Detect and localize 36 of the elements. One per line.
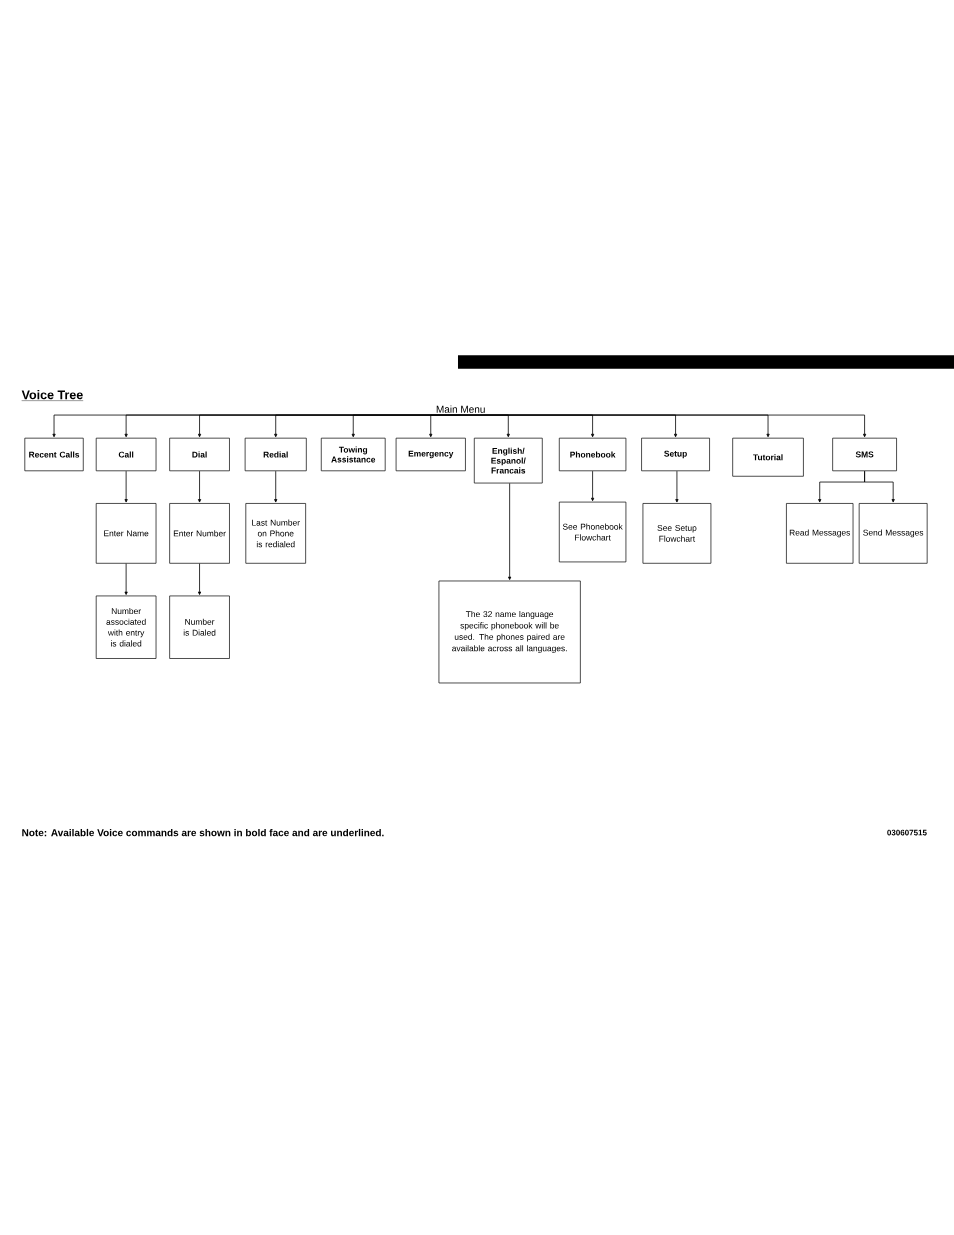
figure-number: 030607515 xyxy=(887,829,927,836)
command-box: Recent Calls xyxy=(24,437,84,472)
command-box: Redial xyxy=(244,437,307,472)
info-box: See Phonebook Flowchart xyxy=(558,501,627,563)
info-box: Number is Dialed xyxy=(169,595,230,659)
arrow xyxy=(591,470,595,502)
arrow xyxy=(274,470,278,503)
command-box: Emergency xyxy=(395,437,466,472)
command-box: Dial xyxy=(169,437,230,472)
arrow xyxy=(508,483,512,580)
command-box: English/ Espanol/ Francais xyxy=(473,437,543,484)
command-box: Setup xyxy=(641,437,710,472)
command-box: Towing Assistance xyxy=(320,437,386,472)
menu-label: Main Menu xyxy=(436,405,485,413)
info-box: Number associated with entry is dialed xyxy=(95,595,157,659)
command-box: Phonebook xyxy=(558,437,627,472)
arrow xyxy=(864,470,895,503)
arrow xyxy=(460,414,867,438)
info-box: Enter Name xyxy=(95,503,157,564)
command-box: SMS xyxy=(832,437,897,472)
info-box: Send Messages xyxy=(858,503,928,564)
arrow xyxy=(197,470,202,503)
note: Note: Available Voice commands are shown in bold face and are underlined. xyxy=(22,828,384,837)
arrow xyxy=(124,470,128,503)
info-box: Last Number on Phone is redialed xyxy=(245,503,306,564)
arrow xyxy=(429,414,462,438)
info-box: Enter Number xyxy=(169,503,230,564)
command-box: Call xyxy=(95,437,157,472)
arrow xyxy=(675,470,679,503)
info-box: See Setup Flowchart xyxy=(642,503,712,564)
info-box: Read Messages xyxy=(786,503,854,564)
title: Voice Tree xyxy=(21,390,84,401)
arrow xyxy=(124,563,128,595)
arrow xyxy=(197,563,202,595)
command-box: Tutorial xyxy=(732,437,804,477)
info-box: The 32 name language specific phonebook will be used. The phones paired are available across all languages. xyxy=(438,580,581,684)
